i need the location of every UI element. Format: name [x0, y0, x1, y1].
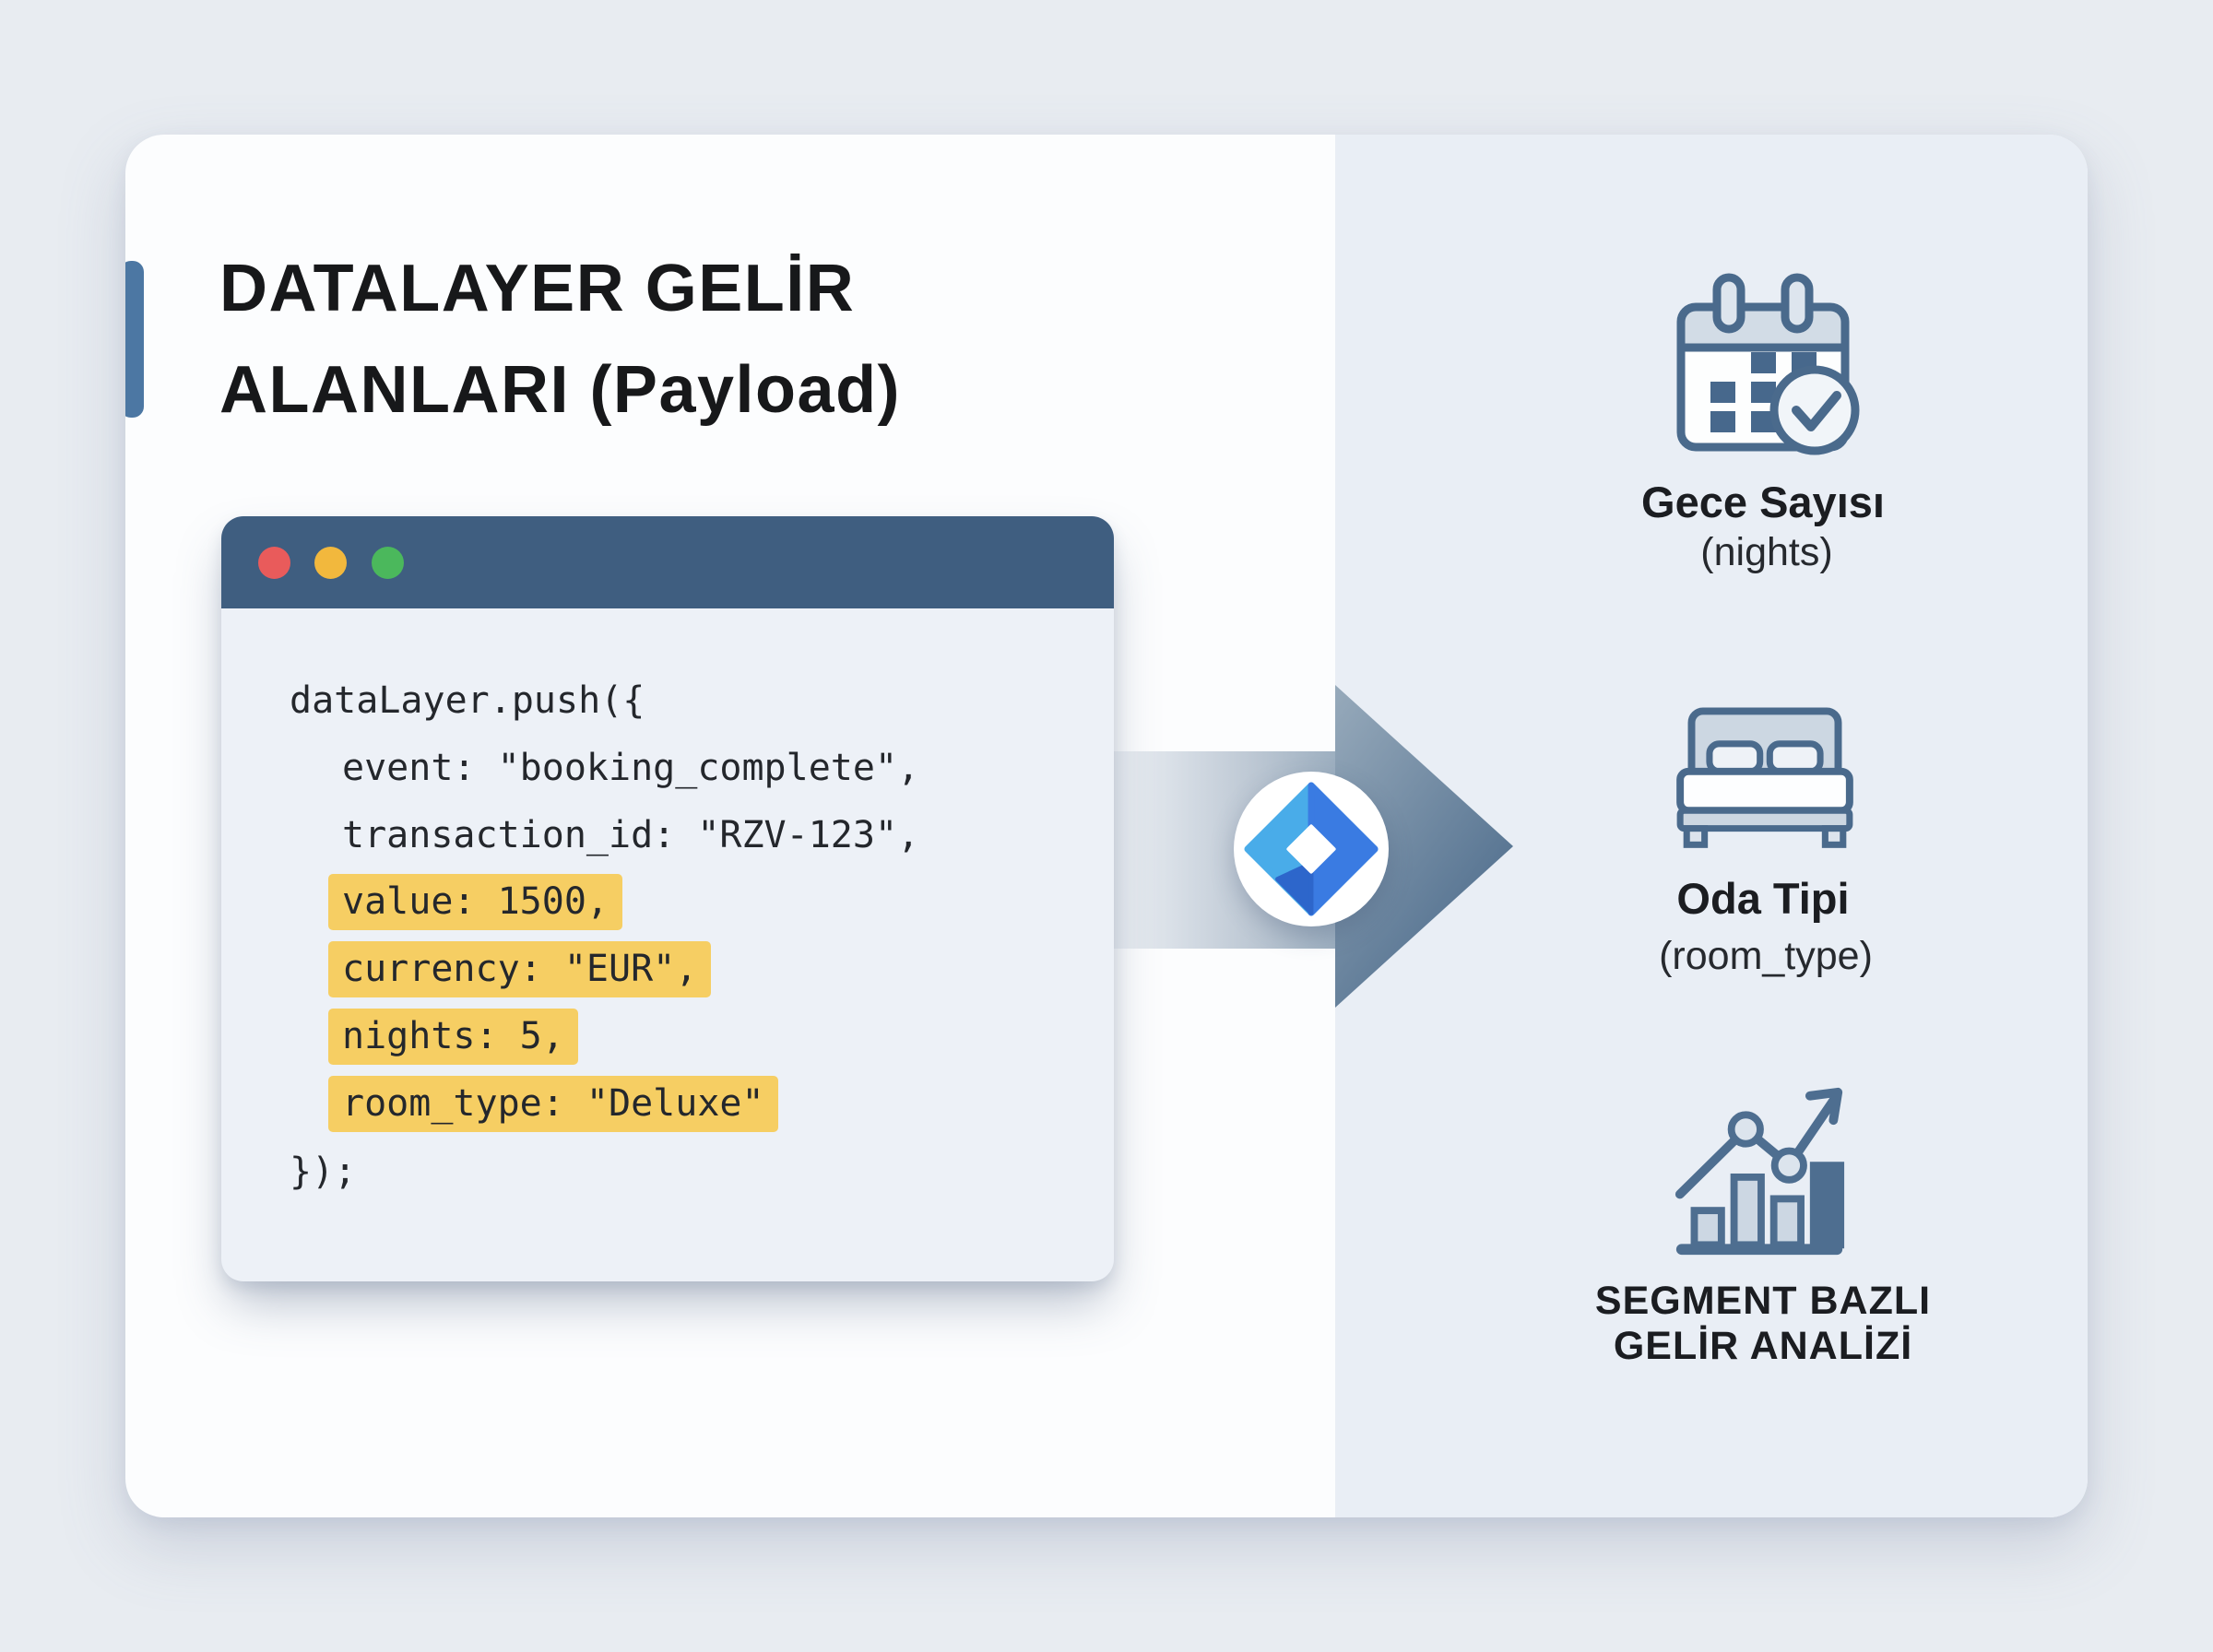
calendar-check-icon — [1676, 273, 1860, 455]
flow-logo-badge — [1234, 772, 1389, 926]
window-titlebar — [221, 516, 1114, 608]
main-card: DATALAYER GELİR ALANLARI (Payload) — [125, 135, 2088, 1517]
outcome-title-segment-line-1: SEGMENT BAZLI — [1594, 1279, 1932, 1323]
page-title-line-1: DATALAYER GELİR — [219, 252, 856, 325]
outcome-subtitle-nights: (nights) — [1700, 530, 1833, 574]
code-line-highlighted: currency: "EUR", — [290, 936, 1086, 1003]
outcome-title-segment-line-2: GELİR ANALİZİ — [1613, 1324, 1913, 1368]
outcome-title-room-type: Oda Tipi — [1676, 874, 1850, 923]
window-zoom-button[interactable] — [372, 547, 404, 579]
window-minimize-button[interactable] — [314, 547, 347, 579]
code-line: transaction_id: "RZV-123", — [342, 813, 920, 856]
title-accent-bar — [125, 261, 144, 418]
code-line: dataLayer.push({ — [290, 678, 645, 722]
code-line: event: "booking_complete", — [342, 746, 920, 789]
bar-chart-growth-icon — [1675, 1087, 1845, 1256]
code-line-highlighted: value: 1500, — [290, 868, 1086, 936]
code-line: }); — [290, 1150, 357, 1193]
bed-icon — [1676, 707, 1853, 848]
page-title-line-2: ALANLARI (Payload) — [219, 353, 902, 427]
outcome-subtitle-room-type: (room_type) — [1659, 934, 1873, 978]
code-line-highlighted: room_type: "Deluxe" — [290, 1070, 1086, 1138]
window-close-button[interactable] — [258, 547, 290, 579]
outcome-title-nights: Gece Sayısı — [1641, 478, 1885, 526]
code-snippet: dataLayer.push({ event: "booking_complet… — [290, 667, 1086, 1205]
code-browser-window: dataLayer.push({ event: "booking_complet… — [221, 516, 1114, 1281]
code-line-highlighted: nights: 5, — [290, 1003, 1086, 1070]
page-title: DATALAYER GELİR ALANLARI (Payload) — [219, 238, 1142, 441]
google-tag-manager-logo-icon — [1244, 782, 1379, 916]
flow-arrow-head-icon — [1335, 685, 1513, 1008]
